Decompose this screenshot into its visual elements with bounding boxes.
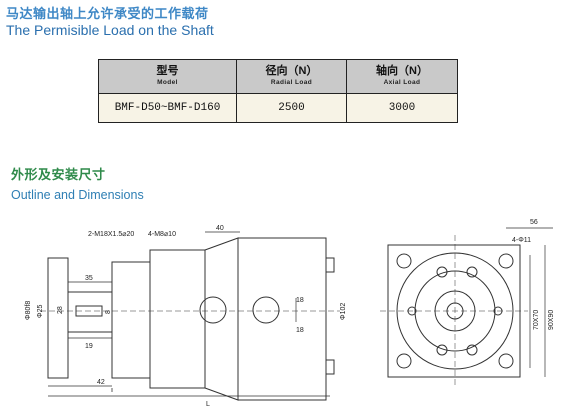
label-dim-42: 42	[97, 379, 105, 386]
bolt-hole-1	[436, 266, 448, 278]
header-cell-model: 型号 Model	[98, 59, 237, 94]
load-table-header-row: 型号 Model 径向（N） Radial Load 轴向（N） Axial L…	[98, 59, 458, 94]
cell-axial-load: 3000	[346, 93, 458, 123]
header-model-cn: 型号	[156, 65, 179, 77]
bolt-hole-2	[466, 266, 478, 278]
bolt-hole-4	[466, 344, 478, 356]
outline-section-title-en: Outline and Dimensions	[11, 188, 144, 202]
load-section-title-cn: 马达输出轴上允许承受的工作载荷	[6, 7, 209, 22]
label-dia-102: Φ102	[340, 303, 347, 320]
outline-drawing: 2-M18X1.5⌀20 4-M8⌀10 40 35 19 42 18 18 L…	[25, 219, 555, 408]
rear-bolt-bottom	[325, 359, 335, 375]
table-row: BMF-D50~BMF-D160 2500 3000	[98, 93, 458, 123]
cell-model: BMF-D50~BMF-D160	[98, 93, 237, 123]
motor-rear-body	[237, 237, 327, 401]
load-table: 型号 Model 径向（N） Radial Load 轴向（N） Axial L…	[98, 59, 458, 123]
header-axial-cn: 轴向（N）	[376, 65, 428, 77]
header-cell-axial: 轴向（N） Axial Load	[346, 59, 458, 94]
motor-valve-plate	[204, 237, 239, 401]
label-thread-b: 4-M8⌀10	[148, 231, 176, 238]
mount-hole-tl	[396, 253, 412, 269]
port-a	[199, 296, 227, 324]
label-dim-56: 56	[530, 219, 538, 226]
label-dim-18-bottom: 18	[296, 327, 304, 334]
header-axial-en: Axial Load	[383, 79, 421, 86]
cell-radial-load: 2500	[236, 93, 347, 123]
rear-bolt-top	[325, 257, 335, 273]
label-hole-11: 4-Φ11	[512, 237, 531, 244]
header-model-en: Model	[157, 79, 178, 86]
label-dia-80: Φ80f8	[25, 301, 32, 320]
header-radial-cn: 径向（N）	[265, 65, 318, 77]
label-dim-18-top: 18	[296, 297, 304, 304]
motor-housing-front	[111, 261, 151, 379]
load-section-title-en: The Permisible Load on the Shaft	[6, 22, 214, 38]
label-thread-a: 2-M18X1.5⌀20	[88, 231, 134, 238]
bolt-hole-3	[436, 344, 448, 356]
mount-hole-bl	[396, 353, 412, 369]
port-b	[252, 296, 280, 324]
motor-housing-body	[149, 249, 206, 389]
header-cell-radial: 径向（N） Radial Load	[236, 59, 347, 94]
label-dim-L: L	[206, 401, 210, 408]
label-dim-70: 70X70	[533, 310, 540, 330]
outline-section-title-cn: 外形及安装尺寸	[11, 168, 106, 183]
header-radial-en: Radial Load	[270, 79, 313, 86]
label-dim-19: 19	[85, 343, 93, 350]
mount-hole-tr	[498, 253, 514, 269]
mounting-flange	[47, 257, 69, 379]
label-dim-90: 90X90	[548, 310, 555, 330]
label-dim-40: 40	[216, 225, 224, 232]
mount-hole-br	[498, 353, 514, 369]
label-dim-28: 28	[57, 306, 64, 314]
label-dim-35: 35	[85, 275, 93, 282]
label-key-8: 8	[105, 310, 112, 314]
label-dia-25: Φ25	[37, 305, 44, 318]
